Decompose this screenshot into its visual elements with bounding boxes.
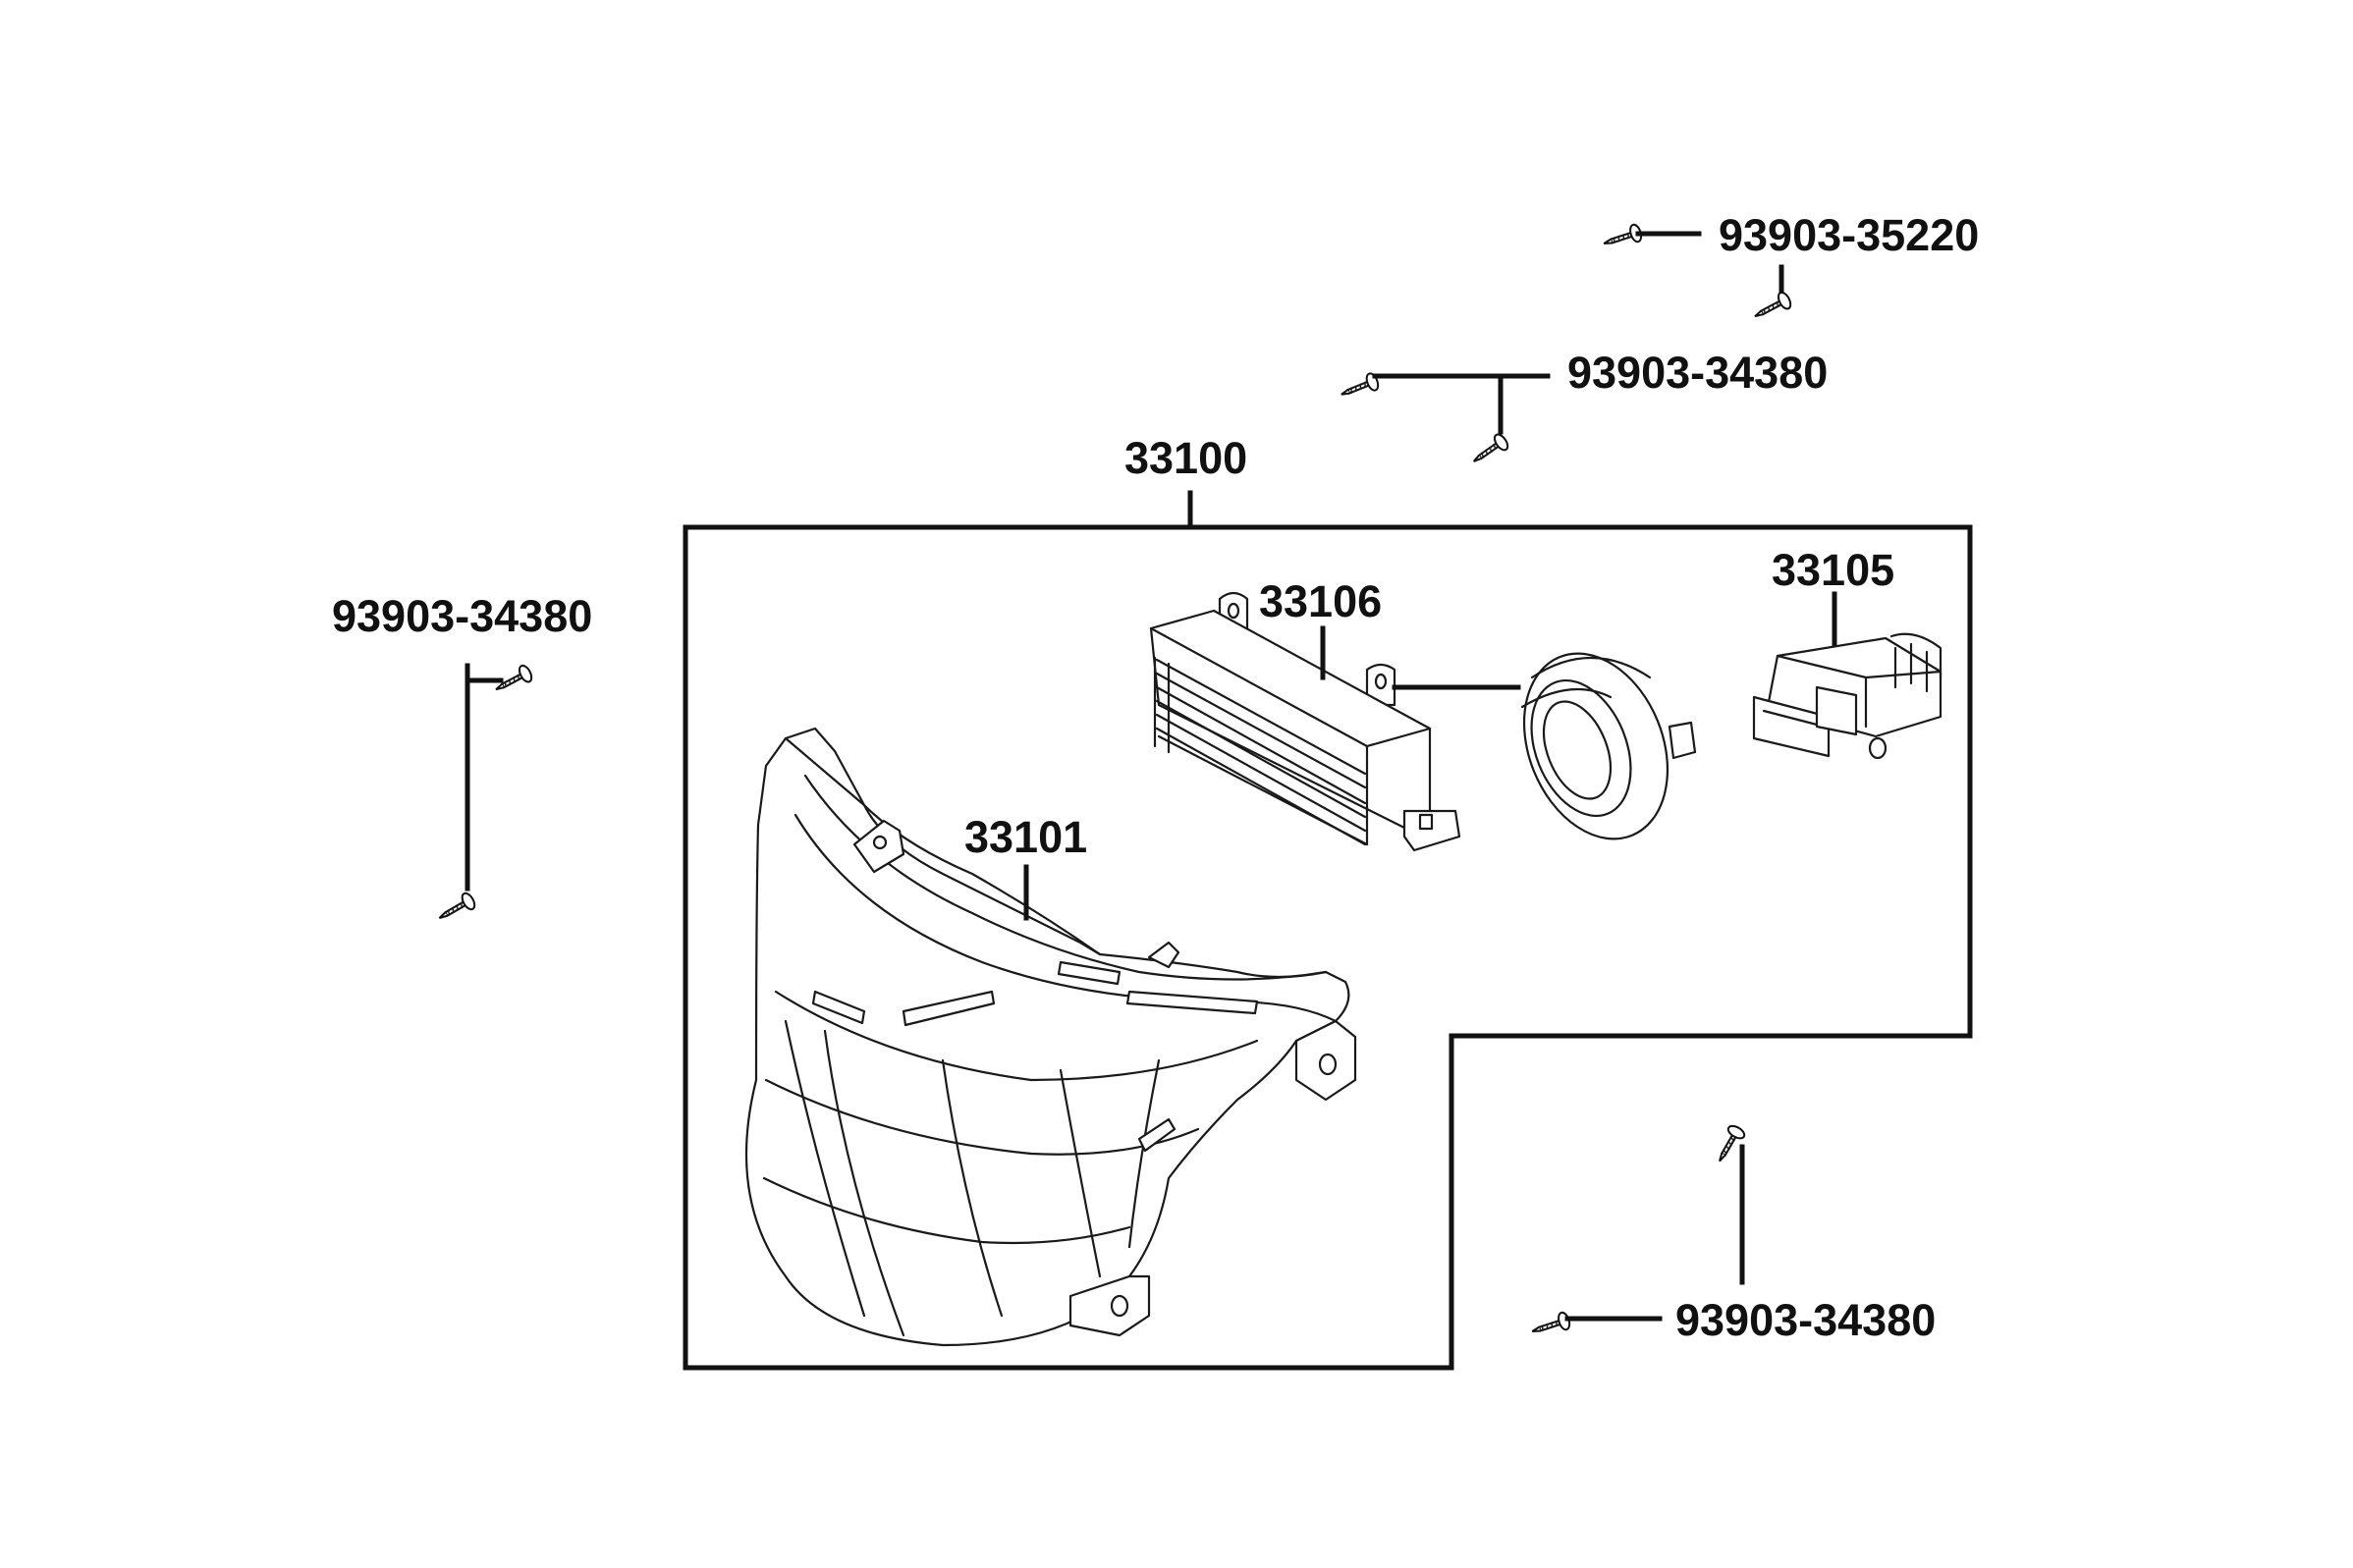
- screw-icon: [1749, 289, 1794, 326]
- led-module-drawing: [1149, 591, 1461, 852]
- lens-housing-drawing: [744, 727, 1357, 1347]
- screw-bottom-group: [1528, 1122, 1748, 1341]
- screw-icon: [1467, 431, 1511, 470]
- label-33106: 33106: [1259, 576, 1382, 626]
- label-33101: 33101: [964, 812, 1087, 862]
- label-93903-34380-mid: 93903-34380: [1567, 348, 1828, 398]
- screw-mid-group: [1337, 370, 1551, 470]
- label-93903-34380-bottom: 93903-34380: [1675, 1295, 1936, 1345]
- label-93903-35220: 93903-35220: [1719, 210, 1979, 260]
- label-33100: 33100: [1124, 433, 1247, 483]
- bulb-ring-drawing: [1392, 652, 1697, 840]
- screw-icon: [1528, 1310, 1573, 1341]
- label-33105: 33105: [1772, 545, 1894, 595]
- screw-icon: [433, 890, 478, 927]
- screw-top-group: [1600, 222, 1794, 326]
- screw-icon: [1600, 222, 1645, 253]
- label-93903-34380-left: 93903-34380: [332, 591, 592, 641]
- screw-left-group: [433, 662, 535, 927]
- assembly-frame: [683, 490, 1973, 1371]
- bulb-socket-drawing: [1752, 591, 1943, 760]
